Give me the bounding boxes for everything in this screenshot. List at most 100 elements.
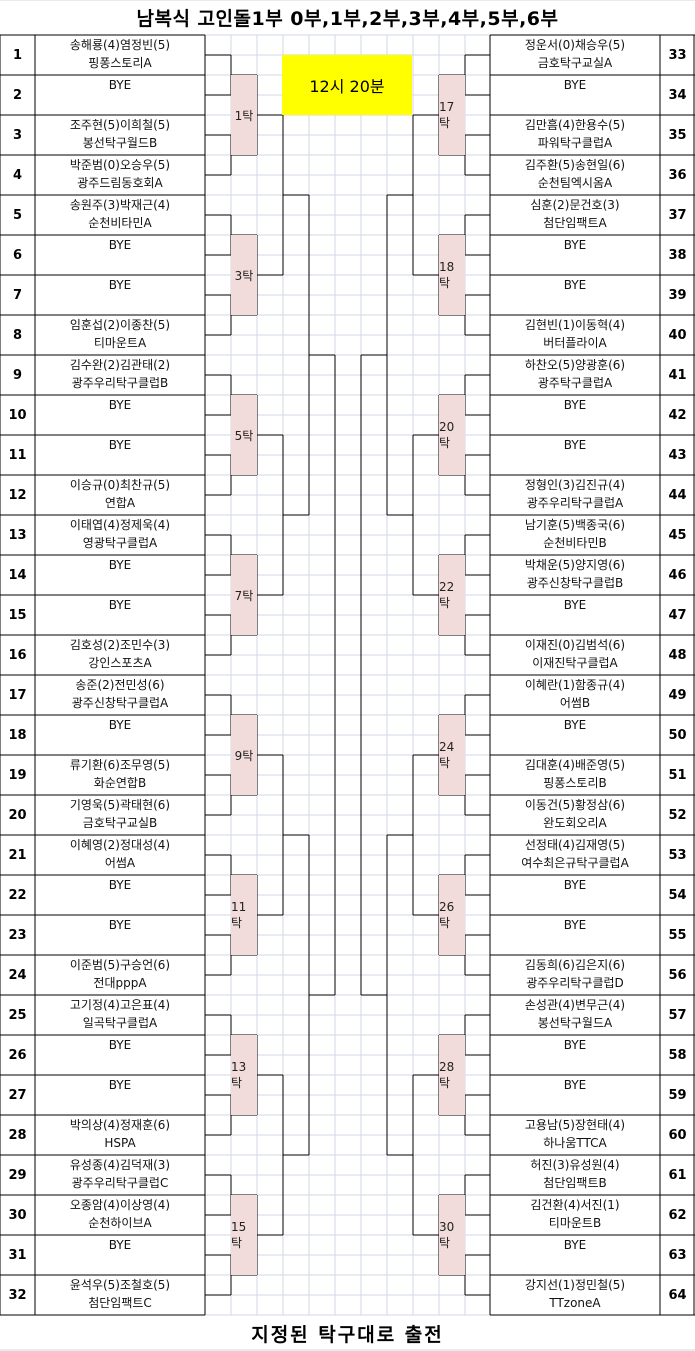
team-entry: 윤석우(5)조철호(5) 첨단임팩트C xyxy=(35,1275,205,1315)
team-club: 순천팀엑시옴A xyxy=(537,176,613,190)
seed-number: 29 xyxy=(8,1167,27,1183)
team-players: BYE xyxy=(108,438,132,452)
team-players: 류기환(6)조무영(5) xyxy=(69,758,171,772)
table-number-box: 1탁 xyxy=(231,75,257,155)
seed-number: 36 xyxy=(668,167,687,183)
table-number-box: 5탁 xyxy=(231,395,257,475)
team-players: 유성종(4)김덕재(3) xyxy=(69,1158,171,1172)
team-club: 핑퐁스토리A xyxy=(88,56,152,70)
team-entry: 박채운(5)양지영(6)광주신창탁구클럽B xyxy=(490,555,660,595)
team-players: 오종암(4)이상영(4) xyxy=(69,1198,171,1212)
team-players: BYE xyxy=(563,1238,587,1252)
team-club: 연합A xyxy=(104,496,136,510)
seed-number: 21 xyxy=(8,847,27,863)
table-label: 17탁 xyxy=(439,99,455,130)
team-players: 심훈(2)문건호(3) xyxy=(530,198,620,212)
seed-number: 25 xyxy=(8,1007,27,1023)
team-entry: 이혜영(2)정대성(4)어썸A xyxy=(35,835,205,875)
team-entry: 남기훈(5)백종국(6)순천비타민B xyxy=(490,515,660,555)
team-club: 첨단임팩트C xyxy=(88,1296,152,1310)
team-players: 이재진(0)김범석(6) xyxy=(524,638,626,652)
team-club: TTzoneA xyxy=(549,1296,601,1310)
team-entry: BYE xyxy=(35,395,205,435)
team-club: 첨단임팩트A xyxy=(543,216,607,230)
seed-number: 14 xyxy=(8,567,27,583)
seed-number: 12 xyxy=(8,487,27,503)
seed-number: 44 xyxy=(668,487,687,503)
team-entry: 이준범(5)구승언(6)전대pppA xyxy=(35,955,205,995)
table-number-box: 7탁 xyxy=(231,555,257,635)
table-label: 11탁 xyxy=(231,899,247,930)
team-club: 광주우리탁구클럽A xyxy=(526,496,624,510)
table-number-box: 15탁 xyxy=(231,1195,257,1275)
seed-number: 60 xyxy=(668,1127,687,1143)
time-label: 12시 20분 xyxy=(309,77,385,96)
team-players: BYE xyxy=(563,238,587,252)
seed-number: 8 xyxy=(12,327,23,343)
seed-number: 37 xyxy=(668,207,687,223)
seed-number: 20 xyxy=(8,807,27,823)
seed-number: 32 xyxy=(8,1287,27,1303)
table-label: 24탁 xyxy=(439,739,455,770)
team-players: BYE xyxy=(563,1038,587,1052)
team-club: 버터플라이A xyxy=(543,336,607,350)
team-entry: BYE xyxy=(490,395,660,435)
team-players: 박준범(0)오승우(5) xyxy=(69,158,171,172)
team-players: 윤석우(5)조철호(5) xyxy=(69,1278,171,1292)
team-entry: 송해룡(4)염정빈(5)핑퐁스토리A xyxy=(35,35,205,75)
team-club: 전대pppA xyxy=(93,976,147,990)
team-entry: 오종암(4)이상영(4)순천하이브A xyxy=(35,1195,205,1235)
team-entry: 선정태(4)김재영(5)여수최은규탁구클럽A xyxy=(490,835,660,875)
team-players: 정운서(0)채승우(5) xyxy=(524,38,626,52)
table-label: 28탁 xyxy=(439,1059,455,1090)
seed-number: 43 xyxy=(668,447,687,463)
team-players: BYE xyxy=(108,1238,132,1252)
seed-number: 6 xyxy=(12,247,23,263)
seed-number: 23 xyxy=(8,927,27,943)
team-club: 순천비타민A xyxy=(88,216,152,230)
team-players: BYE xyxy=(108,558,132,572)
team-players: BYE xyxy=(108,1038,132,1052)
team-club: 봉선탁구월드B xyxy=(82,136,158,150)
table-label: 15탁 xyxy=(231,1219,247,1250)
seed-number: 47 xyxy=(668,607,687,623)
seed-number: 41 xyxy=(668,367,687,383)
seed-number: 38 xyxy=(668,247,687,263)
team-club: 이재진탁구클럽A xyxy=(532,656,618,670)
seed-number: 42 xyxy=(668,407,687,423)
team-entry: BYE xyxy=(35,555,205,595)
seed-number: 39 xyxy=(668,287,687,303)
team-players: BYE xyxy=(563,398,587,412)
team-club: 핑퐁스토리B xyxy=(543,776,607,790)
team-entry: BYE xyxy=(490,715,660,755)
team-club: 여수최은규탁구클럽A xyxy=(521,856,629,870)
table-label: 18탁 xyxy=(439,259,455,290)
team-club: 광주신창탁구클럽B xyxy=(526,576,624,590)
team-entry: BYE xyxy=(35,715,205,755)
team-entry: 이동건(5)황정삼(6)완도회오리A xyxy=(490,795,660,835)
footer-note: 지정된 탁구대로 출전 xyxy=(251,1324,444,1346)
team-club: 첨단임팩트B xyxy=(543,1176,607,1190)
team-players: BYE xyxy=(563,718,587,732)
team-entry: 강지선(1)정민철(5)TTzoneA xyxy=(490,1275,660,1315)
team-players: 정형인(3)김진규(4) xyxy=(524,478,626,492)
team-entry: 김대훈(4)배준영(5) 핑퐁스토리B xyxy=(490,755,660,795)
team-entry: BYE xyxy=(490,595,660,635)
team-players: 김대훈(4)배준영(5) xyxy=(524,758,626,772)
team-entry: BYE xyxy=(35,235,205,275)
team-club: 광주우리탁구클럽B xyxy=(71,376,169,390)
team-entry: 이재진(0)김범석(6) 이재진탁구클럽A xyxy=(490,635,660,675)
team-players: 조주현(5)이희철(5) xyxy=(69,118,171,132)
seed-number: 51 xyxy=(668,767,687,783)
seed-number: 2 xyxy=(12,87,23,103)
seed-number: 62 xyxy=(668,1207,687,1223)
team-players: 고기정(4)고은표(4) xyxy=(69,998,171,1012)
seed-number: 3 xyxy=(12,127,23,143)
team-entry: 조주현(5)이희철(5) 봉선탁구월드B xyxy=(35,115,205,155)
table-label: 7탁 xyxy=(234,588,254,603)
team-entry: 김건환(4)서진(1)티마운트B xyxy=(490,1195,660,1235)
team-entry: BYE xyxy=(35,1235,205,1275)
table-number-box: 17탁 xyxy=(439,75,465,155)
table-label: 3탁 xyxy=(234,268,254,283)
seed-number: 56 xyxy=(668,967,687,983)
